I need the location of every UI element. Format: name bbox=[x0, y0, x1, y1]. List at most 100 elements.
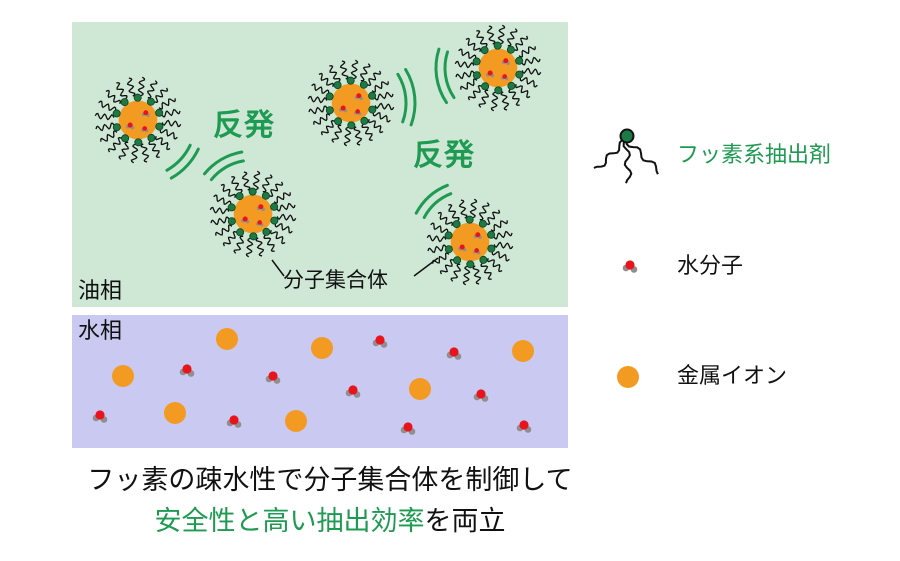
extractant-tail bbox=[367, 70, 382, 87]
aggregate-pointer-lines bbox=[271, 257, 439, 277]
caption-line-2-highlight: 安全性と高い抽出効率 bbox=[154, 506, 425, 537]
molecular-aggregate bbox=[94, 76, 182, 164]
extractant-head bbox=[506, 45, 515, 54]
molecular-aggregate bbox=[454, 24, 542, 112]
extractant-head bbox=[133, 93, 142, 102]
water-molecule bbox=[473, 248, 481, 255]
water-molecule bbox=[256, 220, 264, 227]
extractant-tail bbox=[439, 258, 454, 275]
water-molecule bbox=[473, 389, 489, 402]
extractant-head bbox=[368, 105, 377, 114]
extractant-head bbox=[146, 97, 155, 106]
water-oxygen bbox=[257, 220, 263, 225]
molecular-aggregates bbox=[94, 24, 542, 286]
extractant-tail bbox=[472, 265, 482, 285]
extractant-tail bbox=[320, 119, 335, 136]
extractant-head bbox=[112, 109, 121, 118]
extractant-head bbox=[444, 245, 453, 254]
water-molecule bbox=[516, 420, 532, 433]
water-oxygen bbox=[242, 216, 248, 222]
extractant-tail bbox=[448, 204, 460, 222]
extractant-tail bbox=[154, 87, 169, 104]
extractant-head bbox=[466, 260, 475, 269]
extractant-tail bbox=[476, 30, 488, 48]
water-oxygen bbox=[519, 420, 529, 430]
extractant-tail bbox=[307, 95, 328, 104]
repulsion-arc bbox=[404, 68, 417, 127]
water-oxygen bbox=[475, 232, 481, 238]
extractant-tail bbox=[625, 139, 659, 175]
extractant-head bbox=[236, 228, 245, 237]
extractant-tail bbox=[426, 234, 447, 243]
aggregate-core bbox=[233, 194, 273, 234]
extractant-tail bbox=[497, 24, 506, 45]
water-phase-contents bbox=[92, 328, 534, 435]
water-molecule bbox=[179, 364, 195, 377]
extractant-head bbox=[325, 92, 334, 101]
water-oxygen bbox=[268, 371, 278, 381]
extractant-tail bbox=[140, 143, 150, 163]
extractant-head bbox=[359, 80, 368, 89]
extractant-tail bbox=[372, 112, 391, 123]
metal-ion bbox=[112, 365, 134, 387]
repulsion-label-right: 反発 bbox=[413, 138, 475, 173]
extractant-head bbox=[507, 81, 516, 90]
legend-icons bbox=[593, 128, 659, 388]
aggregate-core bbox=[118, 100, 158, 140]
extractant-tail bbox=[329, 65, 341, 83]
extractant-tail bbox=[107, 136, 122, 153]
extractant-tail bbox=[311, 83, 330, 94]
repulsion-arc bbox=[422, 192, 453, 219]
legend-water-molecule-label: 水分子 bbox=[677, 254, 744, 279]
molecular-aggregate bbox=[209, 170, 297, 258]
water-oxygen bbox=[127, 122, 133, 128]
extractant-tail bbox=[273, 192, 291, 204]
water-oxygen bbox=[487, 70, 493, 76]
extractant-head bbox=[444, 231, 453, 240]
extractant-tail bbox=[148, 140, 160, 158]
extractant-tail bbox=[118, 141, 129, 160]
oil-phase-label: 油相 bbox=[78, 279, 123, 304]
metal-ion bbox=[164, 402, 186, 424]
extractant-tail bbox=[430, 222, 449, 233]
extractant-tail bbox=[460, 78, 478, 90]
extractant-tail bbox=[518, 46, 536, 58]
water-oxygen bbox=[340, 105, 346, 111]
extractant-tail bbox=[269, 181, 284, 198]
extractant-tail bbox=[519, 77, 538, 88]
extractant-tail bbox=[220, 183, 237, 198]
extractant-tail bbox=[486, 25, 496, 45]
water-oxygen bbox=[625, 260, 635, 270]
water-molecule bbox=[354, 93, 363, 101]
repulsion-arc bbox=[209, 159, 245, 182]
extractant-tail bbox=[210, 216, 230, 226]
extractant-head bbox=[465, 215, 474, 224]
water-molecule bbox=[458, 244, 467, 252]
water-oxygen bbox=[403, 422, 413, 432]
extractant-tail bbox=[231, 176, 243, 194]
extractant-tail bbox=[241, 171, 251, 191]
extractant-tail bbox=[455, 70, 475, 80]
extractant-tail bbox=[491, 251, 510, 262]
water-oxygen bbox=[503, 58, 509, 64]
extractant-tail bbox=[161, 119, 182, 128]
extractant-head bbox=[147, 133, 156, 142]
extractant-tail bbox=[98, 100, 117, 111]
metal-ion bbox=[512, 340, 534, 362]
extractant-head bbox=[120, 98, 129, 107]
water-oxygen bbox=[474, 248, 480, 253]
extractant-tail bbox=[458, 48, 477, 59]
water-molecule bbox=[486, 70, 495, 78]
water-molecule bbox=[400, 422, 416, 435]
extractant-tail bbox=[467, 84, 482, 101]
metal-ion bbox=[285, 410, 307, 432]
water-molecule bbox=[473, 232, 482, 240]
extractant-tail bbox=[252, 170, 261, 191]
extractant-head bbox=[487, 244, 496, 253]
extractant-tail bbox=[255, 237, 265, 257]
caption-line-2-rest: を両立 bbox=[424, 506, 506, 537]
extractant-tail bbox=[154, 136, 171, 151]
extractant-head bbox=[515, 56, 524, 65]
extractant-tail bbox=[480, 262, 492, 280]
